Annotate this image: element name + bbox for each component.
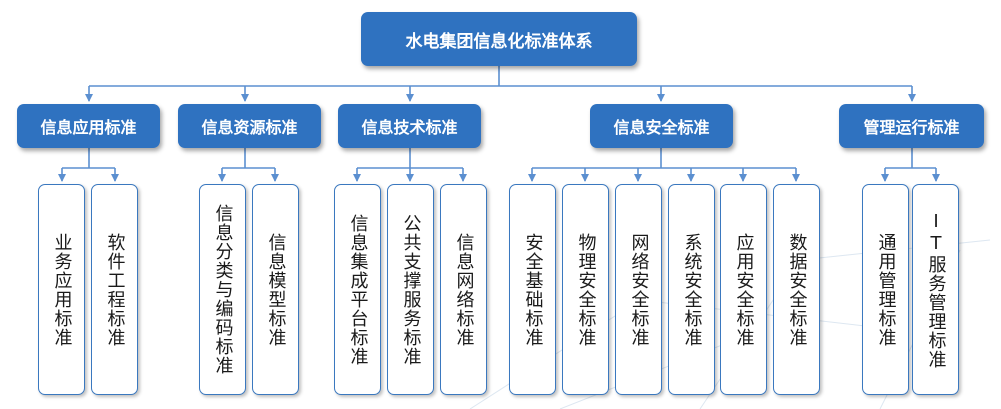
leaf-security-basic-standard: 安全基础标准: [509, 184, 556, 395]
leaf-network-security-standard: 网络安全标准: [615, 184, 662, 395]
leaf-public-support-service-standard: 公共支撑服务标准: [387, 184, 434, 395]
leaf-physical-security-standard: 物理安全标准: [562, 184, 609, 395]
leaf-general-management-standard: 通用管理标准: [862, 184, 909, 395]
leaf-label: 通用管理标准: [875, 232, 897, 347]
leaf-system-security-standard: 系统安全标准: [668, 184, 715, 395]
category-label: 管理运行标准: [863, 118, 960, 137]
leaf-label: 公共支撑服务标准: [400, 213, 422, 366]
category-info-security: 信息安全标准: [590, 104, 733, 148]
leaf-label: 系统安全标准: [681, 232, 703, 347]
category-info-technology: 信息技术标准: [338, 104, 481, 148]
leaf-info-network-standard: 信息网络标准: [440, 184, 487, 395]
leaf-software-engineering-standard: 软件工程标准: [91, 184, 138, 395]
leaf-info-classification-coding-standard: 信息分类与编码标准: [199, 184, 246, 395]
leaf-label: 软件工程标准: [104, 232, 126, 347]
root-node: 水电集团信息化标准体系: [361, 12, 637, 66]
leaf-label: 物理安全标准: [575, 232, 597, 347]
root-label: 水电集团信息化标准体系: [405, 31, 593, 52]
leaf-label: 信息分类与编码标准: [212, 204, 234, 375]
leaf-label: 安全基础标准: [522, 232, 544, 347]
leaf-info-model-standard: 信息模型标准: [252, 184, 299, 395]
leaf-label: 应用安全标准: [733, 232, 755, 347]
leaf-label: 网络安全标准: [628, 232, 650, 347]
leaf-label: IT服务管理标准: [925, 210, 947, 369]
leaf-data-security-standard: 数据安全标准: [773, 184, 820, 395]
category-label: 信息应用标准: [40, 118, 137, 137]
category-label: 信息资源标准: [201, 118, 298, 137]
category-info-resource: 信息资源标准: [178, 104, 321, 148]
leaf-label: 信息网络标准: [453, 232, 475, 347]
leaf-business-application-standard: 业务应用标准: [38, 184, 85, 395]
leaf-info-integration-platform-standard: 信息集成平台标准: [334, 184, 381, 395]
leaf-application-security-standard: 应用安全标准: [720, 184, 767, 395]
category-info-application: 信息应用标准: [17, 104, 160, 148]
category-label: 信息技术标准: [361, 118, 458, 137]
category-label: 信息安全标准: [613, 118, 710, 137]
leaf-label: 业务应用标准: [51, 232, 73, 347]
leaf-label: 信息集成平台标准: [347, 213, 369, 366]
leaf-label: 数据安全标准: [786, 232, 808, 347]
category-management-operation: 管理运行标准: [839, 104, 984, 148]
leaf-label: 信息模型标准: [265, 232, 287, 347]
leaf-it-service-management-standard: IT服务管理标准: [912, 184, 959, 395]
